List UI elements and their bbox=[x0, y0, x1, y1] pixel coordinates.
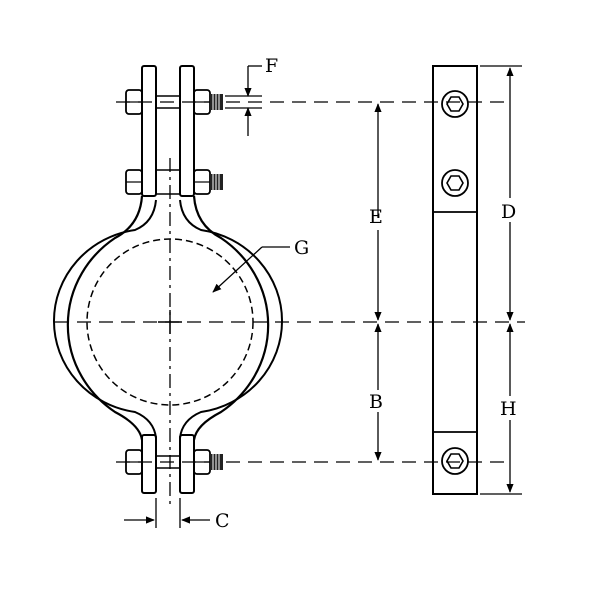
dimensions: F E B D H G bbox=[124, 55, 522, 532]
lower-left-ear bbox=[141, 434, 157, 494]
spacer-sleeve bbox=[155, 169, 181, 195]
centerlines bbox=[55, 101, 525, 505]
pipe-outline bbox=[86, 238, 254, 406]
label-C: C bbox=[215, 510, 230, 532]
label-B: B bbox=[369, 391, 383, 413]
upper-right-ear bbox=[179, 65, 195, 197]
clamp-inner-strap bbox=[52, 199, 284, 439]
bottom-bolt bbox=[125, 449, 223, 475]
dimension-D: D bbox=[480, 65, 522, 321]
dimension-C: C bbox=[124, 498, 230, 532]
label-D: D bbox=[501, 201, 516, 223]
side-hex-nut-middle bbox=[441, 169, 469, 197]
side-view-strap bbox=[432, 65, 478, 495]
top-bolt bbox=[125, 89, 223, 115]
label-E: E bbox=[369, 206, 383, 228]
side-hex-nut-bottom bbox=[441, 447, 469, 475]
label-F: F bbox=[265, 55, 278, 77]
side-view bbox=[432, 65, 478, 495]
label-G: G bbox=[294, 237, 309, 259]
dimension-H: H bbox=[480, 323, 522, 495]
middle-bolt bbox=[125, 169, 223, 195]
lower-right-ear bbox=[179, 434, 195, 494]
dimension-B: B bbox=[369, 323, 383, 461]
side-hex-nut-top bbox=[441, 90, 469, 118]
dimension-F: F bbox=[225, 55, 278, 136]
front-view bbox=[52, 65, 284, 494]
dimension-E: E bbox=[369, 103, 383, 321]
dimension-G: G bbox=[212, 237, 309, 293]
clamp-outer-strap bbox=[66, 195, 270, 441]
upper-left-ear bbox=[141, 65, 157, 197]
label-H: H bbox=[500, 398, 517, 420]
